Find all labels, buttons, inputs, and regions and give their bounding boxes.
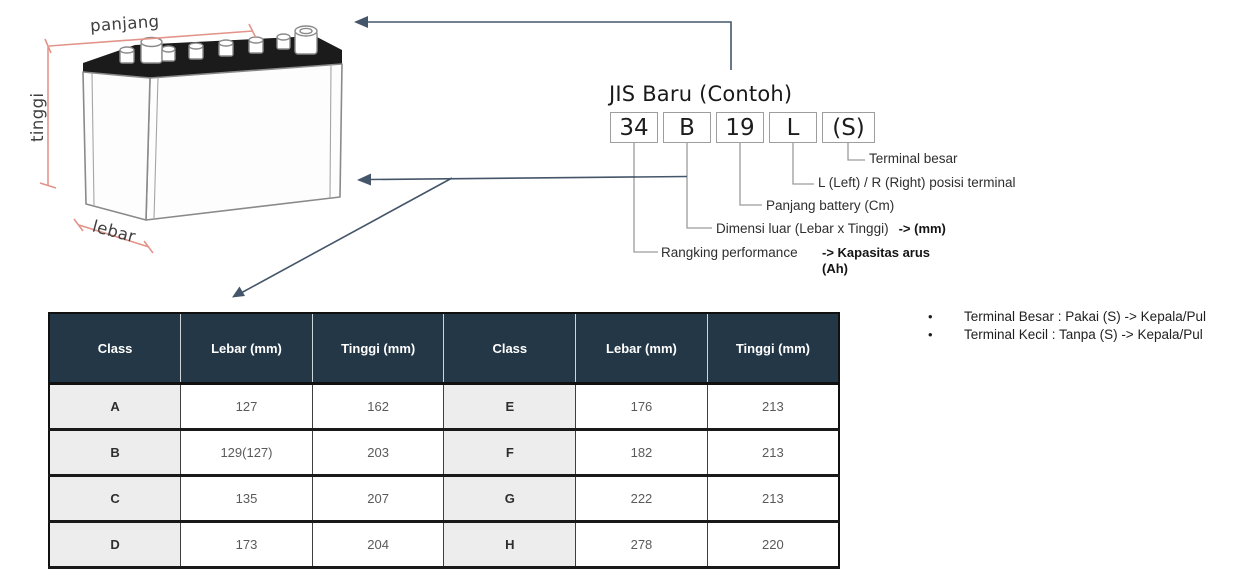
annotation-suffix: -> Kapasitas arus [822,245,931,260]
class-cell: B [48,429,182,477]
column-header: Lebar (mm) [575,313,708,385]
annotation-suffix-unit: (Ah) [822,261,848,276]
value-cell: 213 [706,429,840,477]
table-header-row: Class Lebar (mm) Tinggi (mm) Class Lebar… [49,313,840,385]
value-cell: 129(127) [180,429,313,477]
value-cell: 182 [575,429,708,477]
jis-segment-terminal-size: (S) [822,112,875,143]
jis-segment-terminal-side: L [769,112,817,143]
value-cell: 173 [180,521,313,569]
class-cell: A [48,383,182,431]
annotation-panjang-battery: Panjang battery (Cm) [766,198,894,213]
annotation-dimensi-luar: Dimensi luar (Lebar x Tinggi) -> (mm) [716,221,946,236]
column-header: Tinggi (mm) [707,313,840,385]
table-row: B 129(127) 203 F 182 213 [48,429,840,477]
jis-code-boxes: 34 B 19 L (S) [610,112,875,143]
class-cell: D [48,521,182,569]
column-header: Class [443,313,577,385]
battery-seam-lines [91,64,332,220]
class-cell: E [443,383,577,431]
value-cell: 135 [180,475,313,523]
value-cell: 278 [575,521,708,569]
value-cell: 203 [311,429,445,477]
value-cell: 204 [311,521,445,569]
value-cell: 127 [180,383,313,431]
value-cell: 220 [706,521,840,569]
list-item: • Terminal Kecil : Tanpa (S) -> Kepala/P… [928,326,1206,344]
dimension-label-tinggi: tinggi [28,92,47,142]
battery-illustration [39,23,343,254]
annotation-posisi-terminal: L (Left) / R (Right) posisi terminal [818,175,1016,190]
bullet-icon: • [928,309,933,324]
table-row: D 173 204 H 278 220 [48,521,840,569]
battery-body [82,63,343,221]
annotation-kapasitas-arus: -> Kapasitas arus (Ah) [822,245,930,277]
annotation-label: L (Left) / R (Right) posisi terminal [818,175,1016,190]
bullet-icon: • [928,327,933,342]
battery-terminals [119,25,318,64]
terminal-notes-list: • Terminal Besar : Pakai (S) -> Kepala/P… [928,308,1206,344]
table-row: A 127 162 E 176 213 [48,383,840,431]
arrow-to-battery-side [369,175,688,181]
jis-segment-performance: 34 [610,112,658,143]
table-row: C 135 207 G 222 213 [48,475,840,523]
class-size-table: Class Lebar (mm) Tinggi (mm) Class Lebar… [48,312,840,569]
class-cell: H [443,521,577,569]
annotation-label: Rangking performance [661,245,798,260]
class-cell: F [443,429,577,477]
value-cell: 213 [706,383,840,431]
value-cell: 162 [311,383,445,431]
class-cell: G [443,475,577,523]
note-text: Terminal Besar : Pakai (S) -> Kepala/Pul [964,309,1206,324]
annotation-label: Panjang battery (Cm) [766,198,895,213]
value-cell: 207 [311,475,445,523]
value-cell: 176 [575,383,708,431]
annotation-terminal-besar: Terminal besar [869,151,958,166]
annotation-label: Terminal besar [869,151,958,166]
jis-code-title: JIS Baru (Contoh) [609,82,793,106]
note-text: Terminal Kecil : Tanpa (S) -> Kepala/Pul [964,327,1203,342]
value-cell: 222 [575,475,708,523]
column-header: Class [49,313,182,385]
jis-segment-dimension-class: B [663,112,711,143]
annotation-suffix: -> (mm) [898,221,946,236]
jis-segment-length: 19 [716,112,764,143]
annotation-label: Dimensi luar (Lebar x Tinggi) [716,221,889,236]
value-cell: 213 [706,475,840,523]
dimension-lines [39,23,257,254]
column-header: Lebar (mm) [180,313,313,385]
class-cell: C [48,475,182,523]
annotation-rangking-performance: Rangking performance [661,245,798,260]
list-item: • Terminal Besar : Pakai (S) -> Kepala/P… [928,308,1206,326]
arrowhead-table [232,286,245,298]
column-header: Tinggi (mm) [312,313,445,385]
arrow-to-battery-top [366,21,732,70]
